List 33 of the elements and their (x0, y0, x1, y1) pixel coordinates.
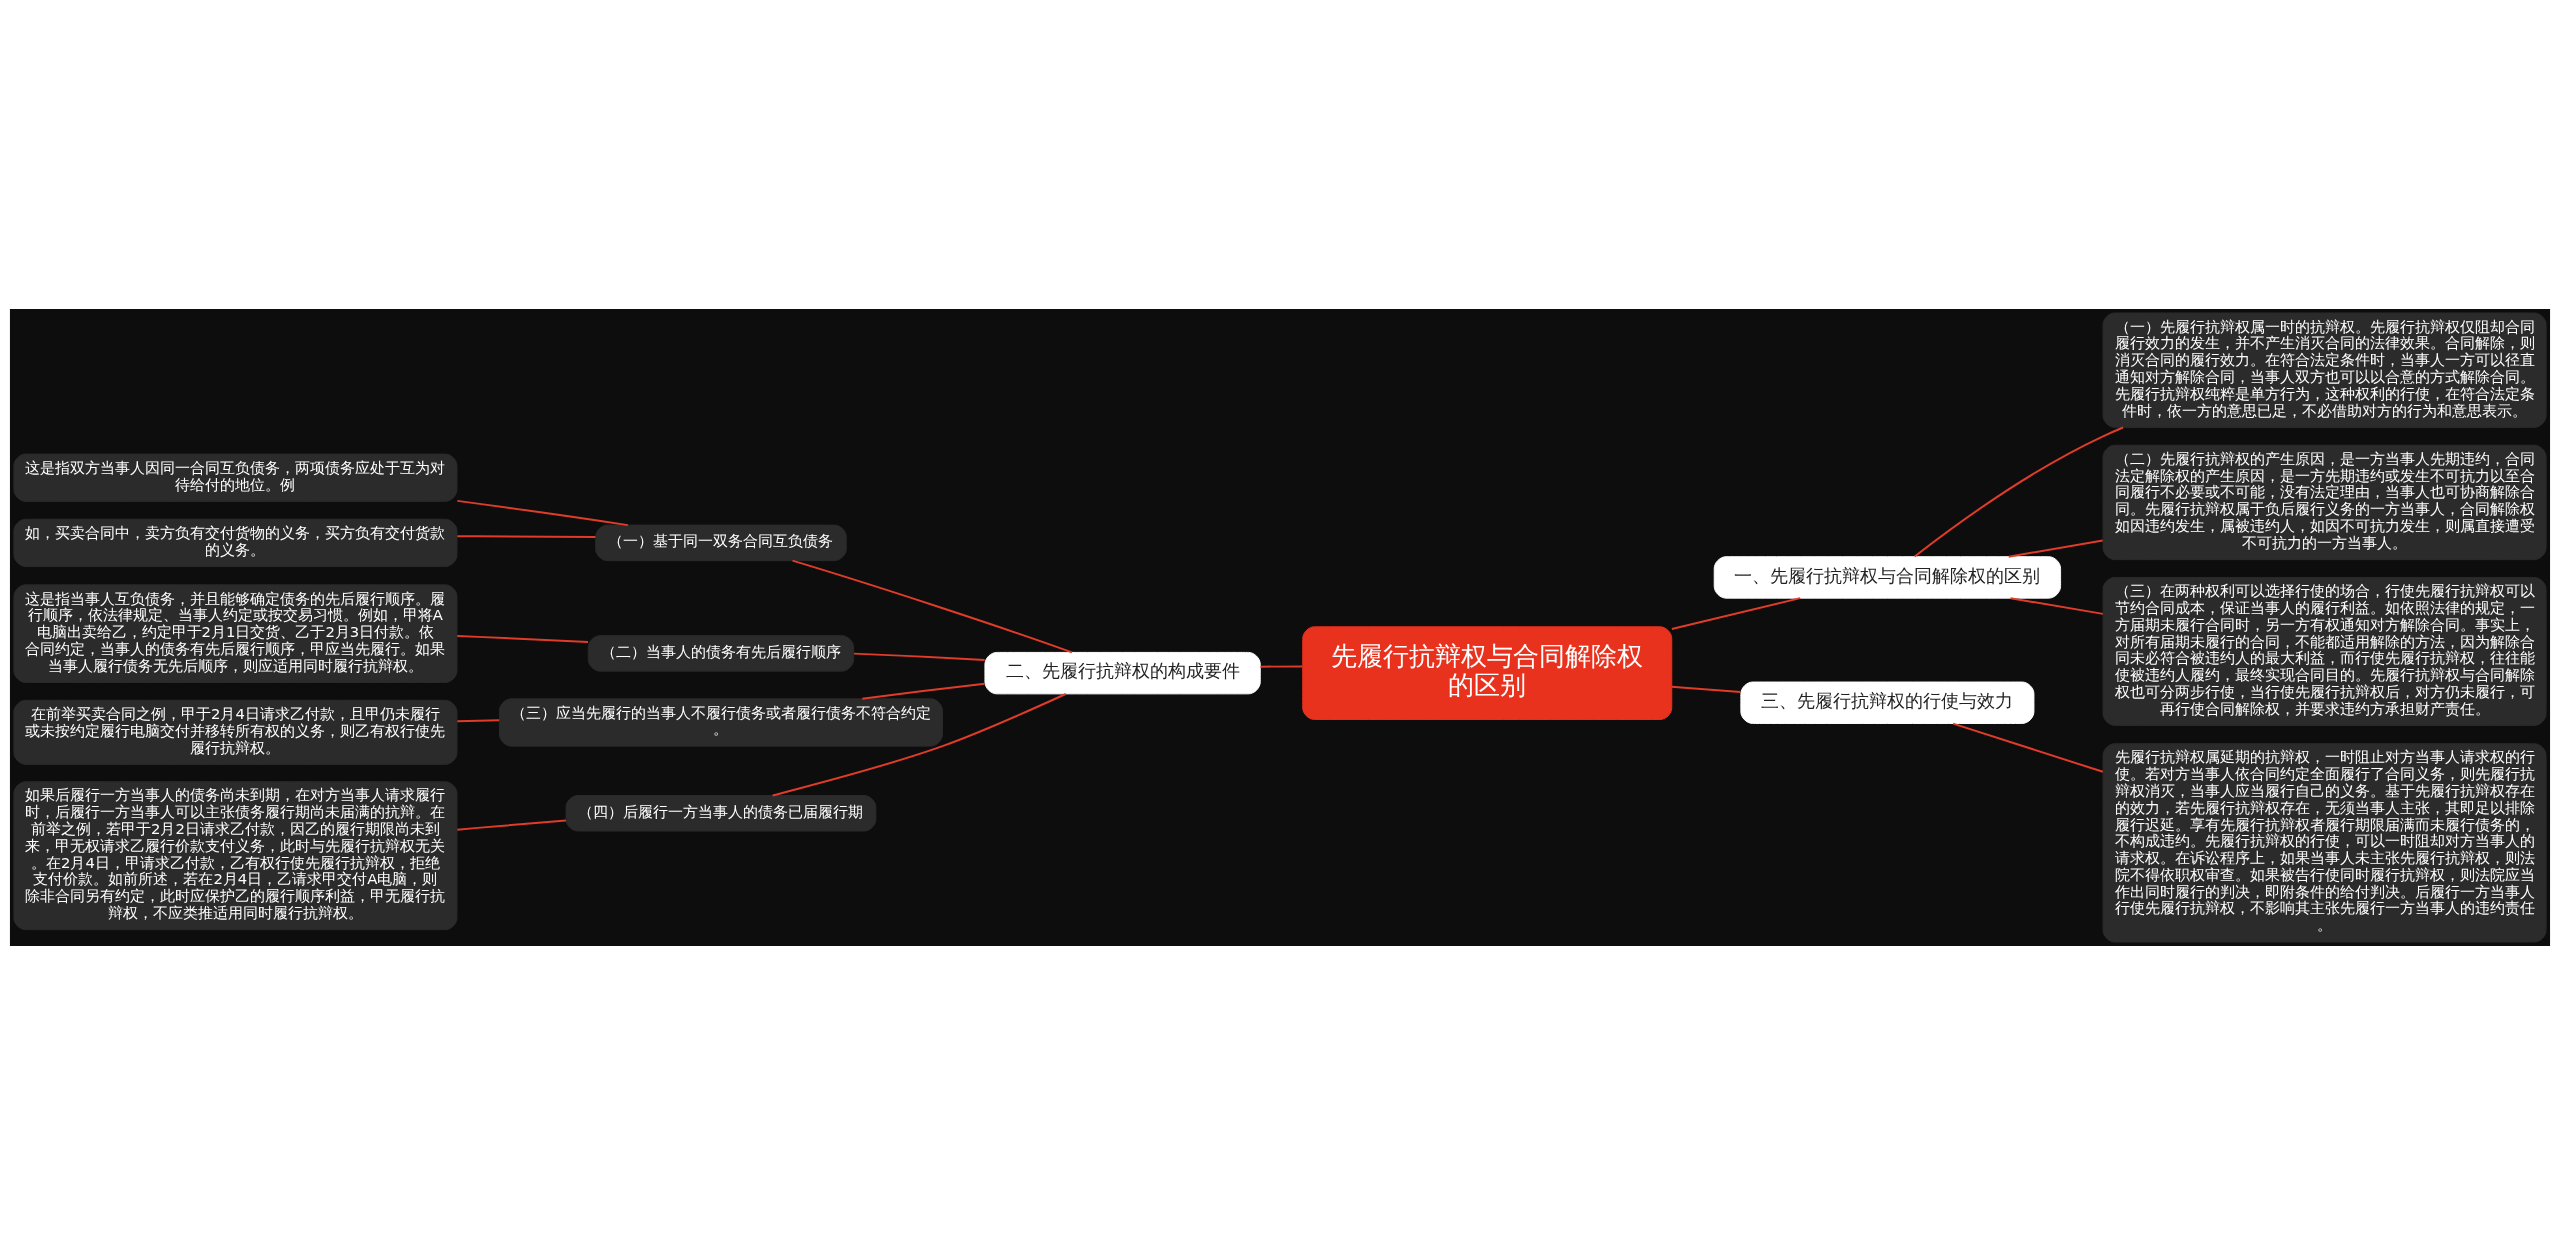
node-box: 在前举买卖合同之例，甲于2月4日请求乙付款，且甲仍未履行或未按约定履行电脑交付并移转所有权的义务，则乙有权行使先履行抗辩权。 (13, 699, 458, 765)
connector (2007, 539, 2104, 558)
connector (791, 559, 1073, 654)
node-box: （一）基于同一双务合同互负债务 (595, 524, 847, 562)
connector (456, 819, 567, 831)
connector (1670, 597, 1802, 630)
node-box: 三、先履行抗辩权的行使与效力 (1740, 681, 2035, 724)
connector (1952, 722, 2104, 773)
node-box: 如果后履行一方当事人的债务尚未到期，在对方当事人请求履行时，后履行一方当事人可以主张债务履行期尚未届满的抗辩。在前举之例，若甲于2月2日请求乙付款，因乙的履行期限尚未到来，甲无权请求乙履行价款支付义务，此时与先履行抗辩权无关。在2月4日，甲请求乙付款，乙有权行使先履行抗辩权，拒绝支付价款。如前所述，若在2月4日，乙请求甲交付A电脑，则除非合同另有约定，此时应保护乙的履行顺序利益，甲无履行抗辩权，不应类推适用同时履行抗辩权。 (13, 781, 458, 931)
node-box: 这是指双方当事人因同一合同互负债务，两项债务应处于互为对待给付的地位。例 (13, 453, 458, 502)
node-box: 先履行抗辩权与合同解除权的区别 (1302, 626, 1673, 720)
connector (852, 652, 986, 661)
node-box: 先履行抗辩权属延期的抗辩权，一时阻止对方当事人请求权的行使。若对方当事人依合同约定全面履行了合同义务，则先履行抗辩权消灭，当事人应当履行自己的义务。基于先履行抗辩权存在的效力，若先履行抗辩权存在，无须当事人主张，其即足以排除履行迟延。享有先履行抗辩权者履行期限届满而未履行债务的，不构成违约。先履行抗辩权的行使，可以一时阻却对方当事人的请求权。在诉讼程序上，如果当事人未主张先履行抗辩权，则法院不得依职权审查。如果被告行使同时履行抗辩权，则法院应当作出同时履行的判决，即附条件的给付判决。后履行一方当事人行使先履行抗辩权，不影响其主张先履行一方当事人的违约责任。 (2102, 743, 2547, 943)
node-box: 一、先履行抗辩权与合同解除权的区别 (1713, 556, 2062, 599)
connector (456, 499, 629, 527)
node-box: 二、先履行抗辩权的构成要件 (984, 651, 1261, 695)
node-box: 这是指当事人互负债务，并且能够确定债务的先后履行顺序。履行顺序，依法律规定、当事人约定或按交易习惯。例如，甲将A电脑出卖给乙，约定甲于2月1日交货、乙于2月3日付款。依合同约定，当事人的债务有先后履行顺序，甲应当先履行。如果当事人履行债务无先后顺序，则应适用同时履行抗辩权。 (13, 584, 458, 683)
connector (2009, 597, 2104, 615)
node-box: （二）当事人的债务有先后履行顺序 (587, 635, 855, 672)
node-box: （三）在两种权利可以选择行使的场合，行使先履行抗辩权可以节约合同成本，保证当事人的履行利益。如依照法律的规定，一方届期未履行合同时，另一方有权通知对方解除合同。事实上，对所有届期未履行的合同，不能都适用解除的方法，因为解除合同未必符合被违约人的最大利益，而行使先履行抗辩权，往往能使被违约人履约，最终实现合同目的。先履行抗辩权与合同解除权也可分两步行使，当行使先履行抗辩权后，对方仍未履行，可再行使合同解除权，并要求违约方承担财产责任。 (2102, 576, 2547, 726)
node-box: （三）应当先履行的当事人不履行债务或者履行债务不符合约定。 (498, 698, 943, 747)
connector (1913, 426, 2125, 558)
connector (771, 693, 1067, 797)
node-box: 如，买卖合同中，卖方负有交付货物的义务，买方负有交付货款的义务。 (13, 518, 458, 568)
connector (456, 635, 590, 643)
node-box: （二）先履行抗辩权的产生原因，是一方当事人先期违约，合同法定解除权的产生原因，是一方先期违约或发生不可抗力以至合同履行不必要或不可能，没有法定理由，当事人也可协商解除合同。先履行抗辩权属于负后履行义务的一方当事人，合同解除权如因违约发生，属被违约人，如因不可抗力发生，则属直接遭受不可抗力的一方当事人。 (2102, 444, 2547, 561)
connector (456, 535, 597, 538)
connector (861, 682, 986, 700)
node-box: （四）后履行一方当事人的债务已届履行期 (565, 795, 877, 832)
node-box: （一）先履行抗辩权属一时的抗辩权。先履行抗辩权仅阻却合同履行效力的发生，并不产生消灭合同的法律效果。合同解除，则消灭合同的履行效力。在符合法定条件时，当事人一方可以径直通知对方解除合同，当事人双方也可以以合意的方式解除合同。先履行抗辩权纯粹是单方行为，这种权利的行使，在符合法定条件时，依一方的意思已足，不必借助对方的行为和意思表示。 (2102, 312, 2547, 428)
connector (1670, 685, 1742, 693)
connector (1259, 665, 1304, 668)
connector (456, 719, 501, 723)
